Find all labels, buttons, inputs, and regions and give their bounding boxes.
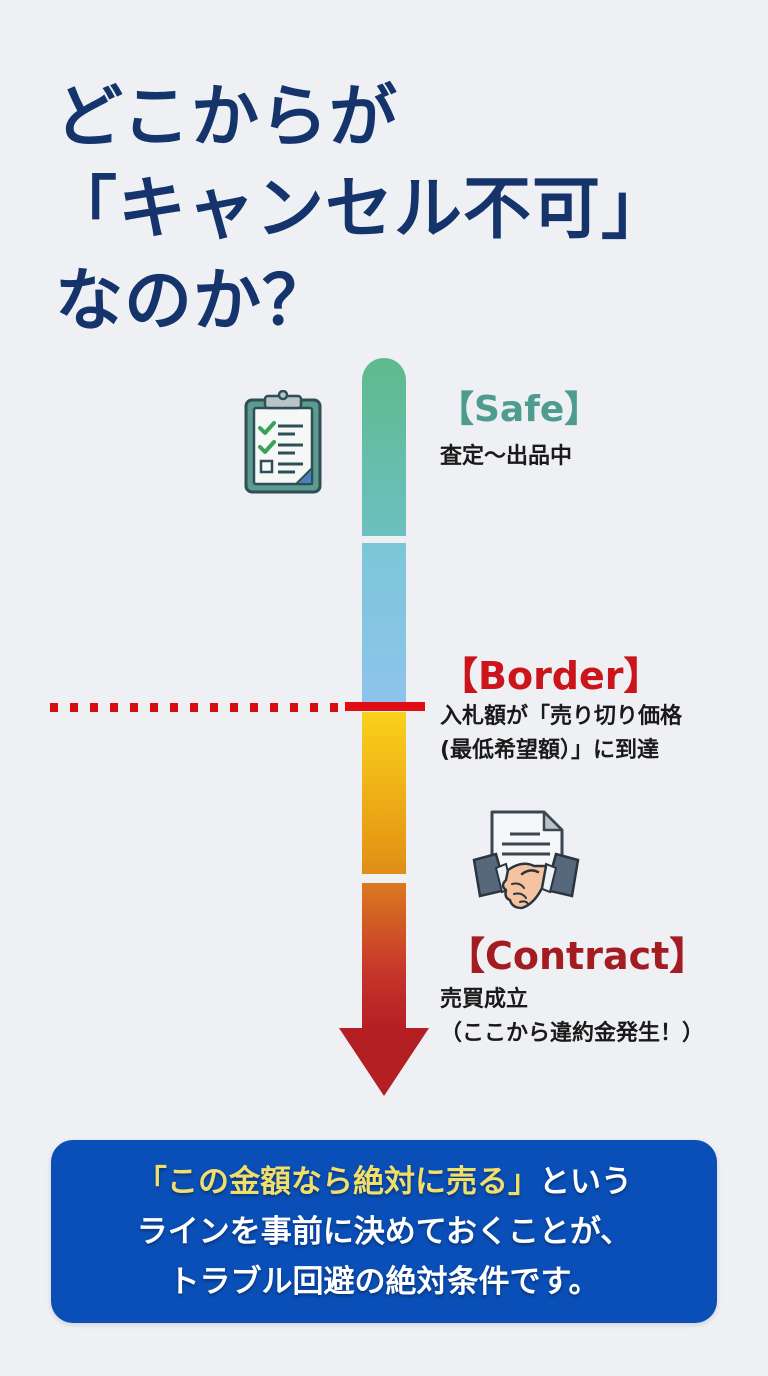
timeline-segment-post-border <box>362 712 406 874</box>
contract-desc-line-2: （ここから違約金発生！） <box>440 1021 705 1046</box>
callout-line-2: ラインを事前に決めておくことが、 <box>136 1213 632 1250</box>
stage-description-border: 入札額が「売り切り価格 (最低希望額）」に到達 <box>440 700 682 768</box>
border-desc-line-1: 入札額が「売り切り価格 <box>440 704 683 729</box>
border-desc-line-2: (最低希望額）」に到達 <box>440 738 660 763</box>
timeline-segment-contract <box>362 883 406 1028</box>
title-line-2: 「キャンセル不可」 <box>49 170 671 249</box>
callout-highlight: 「この金額なら絶対に売る」 <box>136 1163 539 1200</box>
stage-label-border: 【Border】 <box>440 654 662 698</box>
stage-description-contract: 売買成立 （ここから違約金発生！） <box>440 983 704 1051</box>
stage-description-safe: 査定〜出品中 <box>440 440 572 474</box>
timeline-segment-pre-border <box>362 543 406 703</box>
callout-line-1: 「この金額なら絶対に売る」という <box>136 1157 632 1207</box>
handshake-contract-icon <box>472 810 580 910</box>
stage-label-contract: 【Contract】 <box>447 934 708 978</box>
page-title: どこからが 「キャンセル不可」 なのか？ <box>49 72 670 348</box>
callout-line-3: トラブル回避の絶対条件です。 <box>168 1263 600 1300</box>
border-marker-line <box>345 702 425 711</box>
safe-desc-line-1: 査定〜出品中 <box>440 444 573 469</box>
conclusion-callout: 「この金額なら絶対に売る」という ラインを事前に決めておくことが、 トラブル回避… <box>51 1140 717 1323</box>
contract-desc-line-1: 売買成立 <box>440 987 529 1012</box>
arrow-down-icon <box>339 1028 429 1096</box>
title-line-3: なのか？ <box>55 262 332 341</box>
stage-label-safe: 【Safe】 <box>438 389 601 430</box>
callout-line-1-rest: という <box>539 1163 632 1200</box>
title-line-1: どこからが <box>55 78 398 157</box>
border-dashed-line <box>50 703 342 712</box>
timeline-segment-safe <box>362 358 406 536</box>
clipboard-checklist-icon <box>244 390 322 494</box>
